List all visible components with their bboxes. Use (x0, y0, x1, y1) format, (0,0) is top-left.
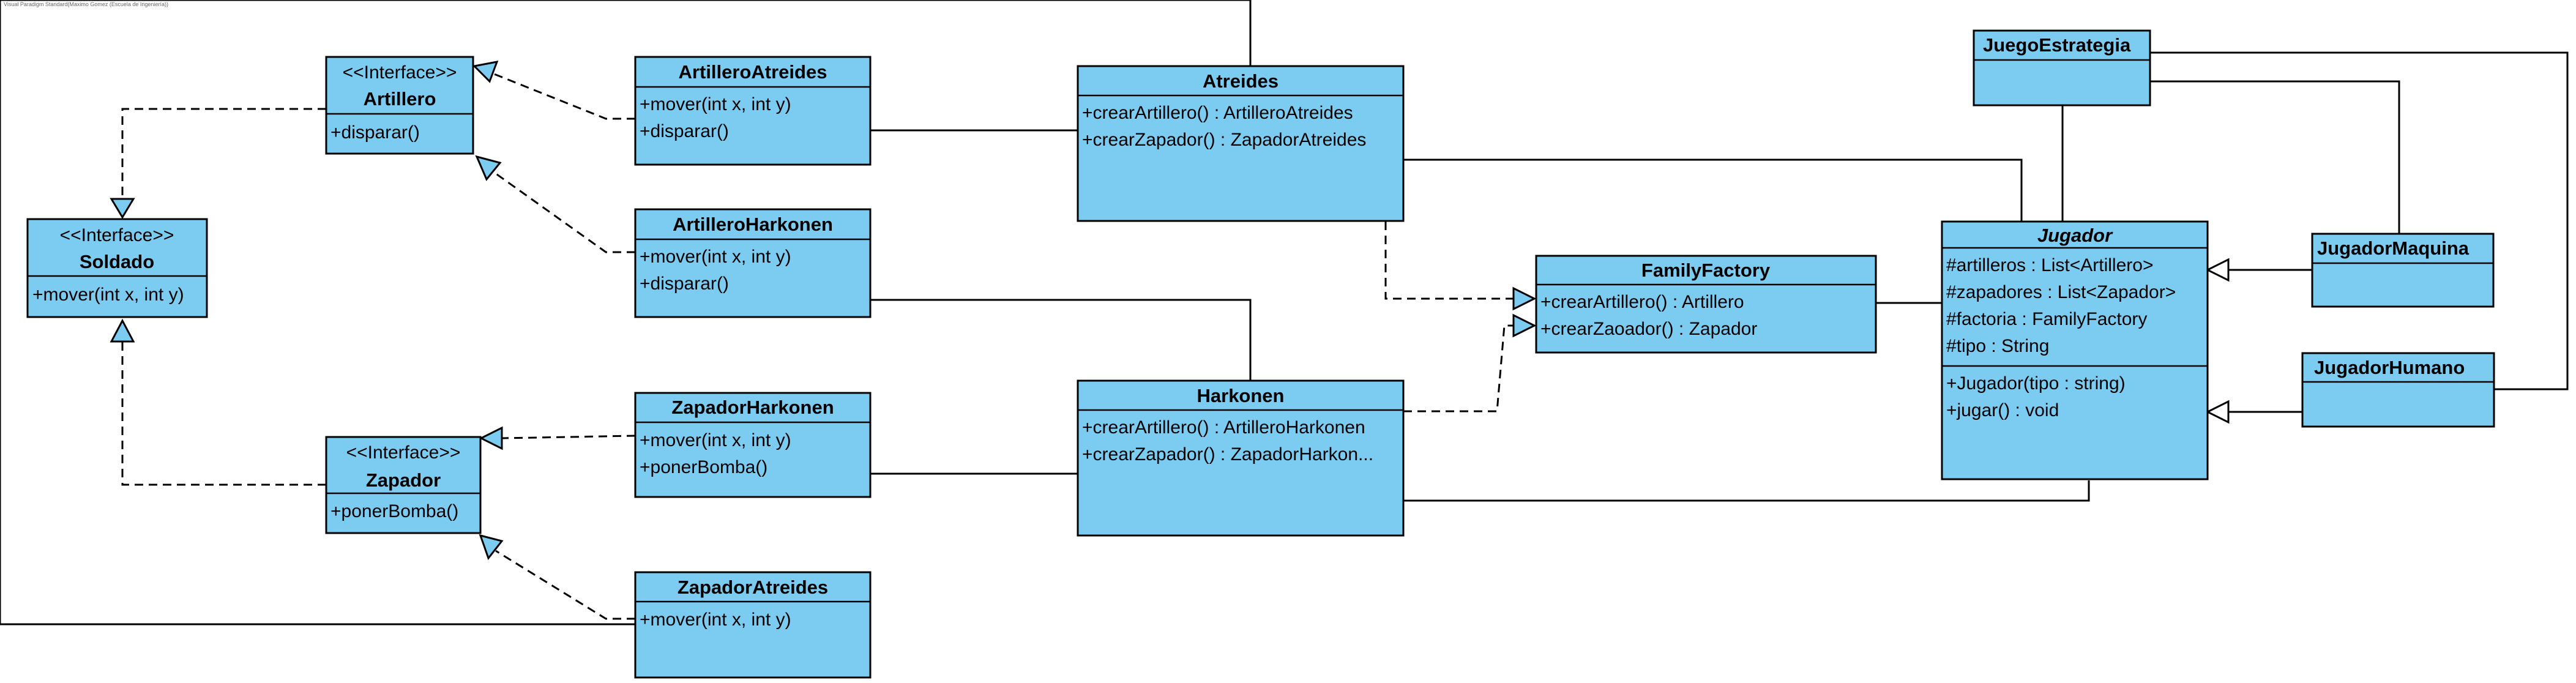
realization-arrowhead-zapador-2 (479, 534, 504, 561)
atreides-method-crearzapador: +crearZapador() : ZapadorAtreides (1082, 130, 1366, 150)
harkonen-jugador-association (1403, 480, 2090, 502)
artilleroatreides-method-disparar: +disparar() (640, 121, 729, 141)
juegoestrategia-name: JuegoEstrategia (1983, 34, 2131, 56)
zapadorharkonen-method-ponerbomba: +ponerBomba() (640, 457, 767, 477)
jugadormaquina-name: JugadorMaquina (2317, 237, 2470, 259)
artilleroharkonen-realizes-artillero-edge (492, 170, 635, 253)
class-zapadorharkonen[interactable]: ZapadorHarkonen +mover(int x, int y) +po… (634, 392, 872, 498)
jugadorhumano-name: JugadorHumano (2314, 357, 2465, 378)
jugador-attr-factoria: #factoria : FamilyFactory (1946, 309, 2147, 329)
class-juegoestrategia[interactable]: JuegoEstrategia (1973, 29, 2151, 106)
artilleroatreides-method-mover: +mover(int x, int y) (640, 94, 791, 114)
class-jugador[interactable]: Jugador #artilleros : List<Artillero> #z… (1941, 220, 2209, 480)
zapadorharkonen-realizes-zapador-edge (501, 435, 636, 439)
artilleroharkonen-method-disparar: +disparar() (640, 274, 729, 294)
realization-arrowhead-zapador-1 (479, 426, 503, 450)
artilleroatreides-name: ArtilleroAtreides (679, 61, 827, 83)
artilleroharkonen-name: ArtilleroHarkonen (673, 214, 833, 235)
harkonen-name: Harkonen (1197, 385, 1285, 406)
zapador-name: Zapador (366, 469, 441, 491)
zapador-stereotype: <<Interface>> (346, 442, 461, 463)
relationships (0, 0, 2569, 625)
atreides-method-creartillero: +crearArtillero() : ArtilleroAtreides (1082, 103, 1353, 123)
atreides-implements-familyfactory-edge (1384, 222, 1514, 300)
artillero-stereotype: <<Interface>> (343, 62, 457, 83)
atreides-name: Atreides (1203, 70, 1279, 92)
atreides-jugador-association (1403, 159, 2023, 222)
soldado-method-mover: +mover(int x, int y) (32, 285, 184, 305)
class-soldado[interactable]: <<Interface>> Soldado +mover(int x, int … (26, 218, 208, 318)
harkonen-artilleroharkonen-association (870, 299, 1252, 381)
class-harkonen[interactable]: Harkonen +crearArtillero() : ArtilleroHa… (1077, 379, 1405, 537)
artillero-name: Artillero (364, 88, 436, 110)
diagram-caption: Visual Paradigm Standard(Maximo Gomez (E… (4, 1, 168, 7)
zapador-method-ponerbomba: +ponerBomba() (330, 501, 458, 521)
jugador-method-jugar: +jugar() : void (1946, 400, 2059, 420)
zapadoratreides-method-mover: +mover(int x, int y) (640, 610, 791, 630)
realization-arrowhead-soldado-bottom (110, 318, 135, 343)
zapadorharkonen-method-mover: +mover(int x, int y) (640, 430, 791, 450)
harkonen-method-crearzapador: +crearZapador() : ZapadorHarkon... (1082, 444, 1373, 465)
class-artillero[interactable]: <<Interface>> Artillero +disparar() (325, 56, 474, 155)
class-artilleroatreides[interactable]: ArtilleroAtreides +mover(int x, int y) +… (634, 56, 872, 166)
realization-arrowhead-artillero-1 (472, 61, 499, 83)
jugador-attr-zapadores: #zapadores : List<Zapador> (1946, 282, 2176, 302)
artilleroharkonen-method-mover: +mover(int x, int y) (640, 247, 791, 267)
class-familyfactory[interactable]: FamilyFactory +crearArtillero() : Artill… (1535, 255, 1877, 354)
jugador-attr-tipo: #tipo : String (1946, 336, 2049, 356)
zapadoratreides-name: ZapadorAtreides (678, 577, 828, 598)
artilleroatreides-realizes-artillero-edge (492, 72, 635, 120)
atreides-zapadoratreides-association (0, 0, 1252, 625)
familyfactory-method-crearzaoador: +crearZaoador() : Zapador (1540, 319, 1757, 339)
jugador-method-constructor: +Jugador(tipo : string) (1946, 373, 2126, 394)
realization-arrowhead-familyfactory-2 (1512, 313, 1537, 338)
realization-arrowhead-soldado-top (110, 198, 135, 219)
class-artilleroharkonen[interactable]: ArtilleroHarkonen +mover(int x, int y) +… (634, 208, 872, 318)
class-zapador[interactable]: <<Interface>> Zapador +ponerBomba() (325, 436, 482, 534)
class-jugadorhumano[interactable]: JugadorHumano (2301, 352, 2495, 428)
generalization-arrowhead-humano (2205, 400, 2230, 424)
soldado-stereotype: <<Interface>> (60, 225, 174, 245)
zapadoratreides-realizes-zapador-edge (495, 550, 635, 620)
realization-arrowhead-familyfactory-1 (1512, 286, 1537, 311)
class-zapadoratreides[interactable]: ZapadorAtreides +mover(int x, int y) (634, 571, 872, 679)
familyfactory-name: FamilyFactory (1641, 259, 1771, 281)
jugador-attr-artilleros: #artilleros : List<Artillero> (1946, 255, 2153, 275)
artillero-method-disparar: +disparar() (330, 122, 420, 143)
harkonen-method-creartillero: +crearArtillero() : ArtilleroHarkonen (1082, 417, 1365, 438)
class-jugadormaquina[interactable]: JugadorMaquina (2311, 233, 2495, 308)
realization-arrowhead-artillero-2 (475, 155, 502, 181)
artillero-realizes-soldado-edge (121, 108, 326, 199)
soldado-name: Soldado (80, 251, 154, 272)
class-atreides[interactable]: Atreides +crearArtillero() : ArtilleroAt… (1077, 65, 1405, 222)
zapadorharkonen-name: ZapadorHarkonen (671, 397, 834, 418)
jugador-name: Jugador (2037, 225, 2113, 246)
juegoestrategia-jugadorhumano-association (2150, 51, 2569, 390)
generalization-arrowhead-maquina (2205, 258, 2230, 282)
harkonen-implements-familyfactory-edge (1403, 324, 1514, 412)
juegoestrategia-jugadormaquina-association (2150, 80, 2400, 234)
zapador-realizes-soldado-edge (121, 342, 326, 486)
familyfactory-method-creartillero: +crearArtillero() : Artillero (1540, 292, 1744, 312)
